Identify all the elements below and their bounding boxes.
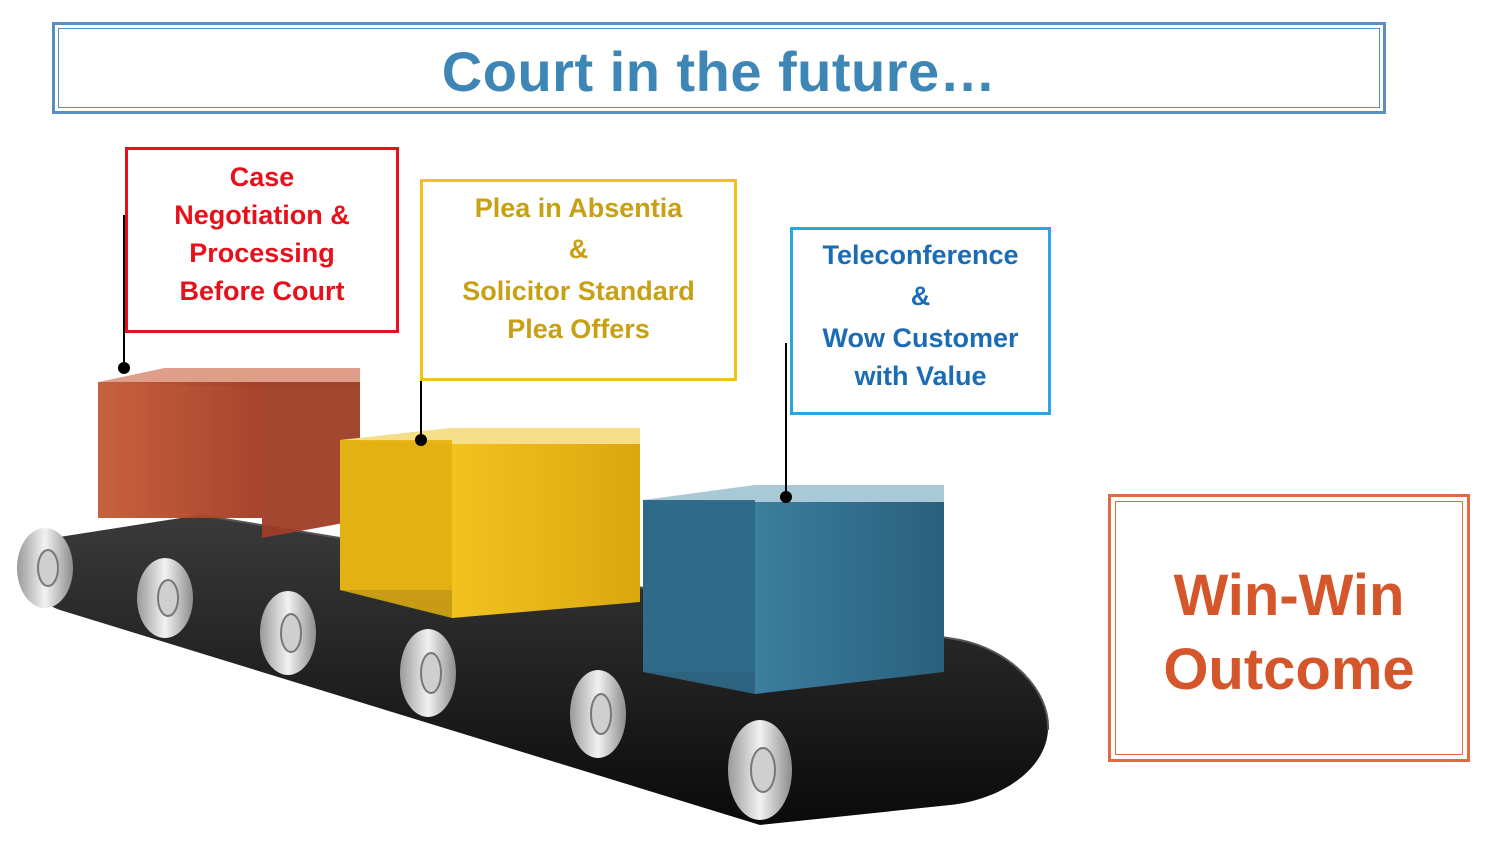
roller-3 — [260, 591, 316, 675]
outcome-line-1: Win-Win — [1173, 563, 1405, 628]
conveyor-belt-icon — [22, 514, 1050, 825]
yellow-cube — [340, 428, 640, 618]
red-cube — [98, 368, 360, 538]
outcome-line-2: Outcome — [1163, 637, 1415, 702]
step-3-line-3: Wow Customer — [822, 323, 1019, 353]
roller-2 — [137, 558, 193, 638]
leader-line-blue — [780, 343, 792, 503]
step-2-line-3: Solicitor Standard — [462, 276, 695, 306]
roller-1 — [17, 528, 73, 608]
leader-line-red — [118, 215, 130, 374]
step-box-teleconference: Teleconference & Wow Customer with Value — [790, 227, 1051, 415]
step-3-line-1: Teleconference — [822, 240, 1019, 270]
step-3-line-2: & — [910, 281, 931, 311]
step-box-case-negotiation: Case Negotiation & Processing Before Cou… — [125, 147, 399, 333]
teal-cube — [643, 485, 944, 694]
outcome-box: Win-Win Outcome — [1108, 494, 1470, 762]
step-box-plea-in-absentia: Plea in Absentia & Solicitor Standard Pl… — [420, 179, 737, 381]
step-2-line-1: Plea in Absentia — [474, 193, 683, 223]
roller-6 — [728, 720, 792, 820]
outcome-label: Win-Win Outcome — [1111, 559, 1467, 707]
step-1-line-4: Before Court — [179, 276, 345, 306]
step-1-line-3: Processing — [189, 238, 335, 268]
roller-5 — [570, 670, 626, 758]
roller-4 — [400, 629, 456, 717]
title-frame: Court in the future… — [52, 22, 1386, 114]
step-2-line-4: Plea Offers — [507, 314, 650, 344]
step-1-line-1: Case — [229, 162, 295, 192]
step-2-line-2: & — [568, 234, 589, 264]
step-1-line-2: Negotiation & — [174, 200, 350, 230]
step-3-line-4: with Value — [854, 361, 987, 391]
